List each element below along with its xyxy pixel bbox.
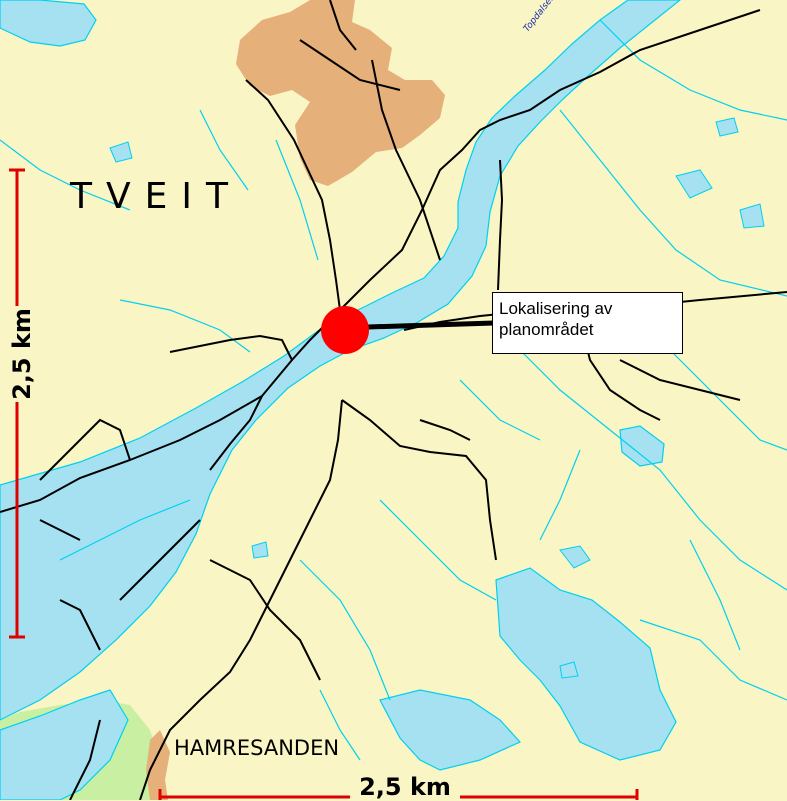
lake-east: [619, 425, 665, 467]
lake-small: [251, 541, 269, 559]
callout-leader-line: [367, 320, 495, 330]
location-callout: Lokalisering av planområdet: [492, 292, 683, 354]
lake-south: [379, 689, 521, 771]
vertical-scale-bar: [9, 168, 25, 639]
callout-line-2: planområdet: [499, 320, 594, 339]
streams: [0, 19, 787, 761]
lake-large: [495, 567, 677, 761]
lake-small: [109, 141, 133, 163]
place-label-hamresanden: HAMRESANDEN: [174, 736, 340, 760]
lake-small: [739, 203, 765, 229]
river-mouth: [0, 689, 129, 800]
lake-small: [715, 117, 739, 137]
vertical-scale-label: 2,5 km: [8, 306, 36, 402]
place-label-tveit: TVEIT: [70, 176, 242, 217]
lake-small: [675, 169, 713, 199]
lake-small: [559, 661, 579, 679]
horizontal-scale-label: 2,5 km: [350, 774, 460, 800]
location-dot-icon: [321, 306, 369, 354]
bay-north: [0, 0, 97, 47]
lake-small: [559, 545, 591, 569]
urban-area-hamresanden: [146, 730, 170, 800]
river-topdalselva: [0, 0, 681, 721]
callout-line-1: Lokalisering av: [499, 299, 613, 318]
